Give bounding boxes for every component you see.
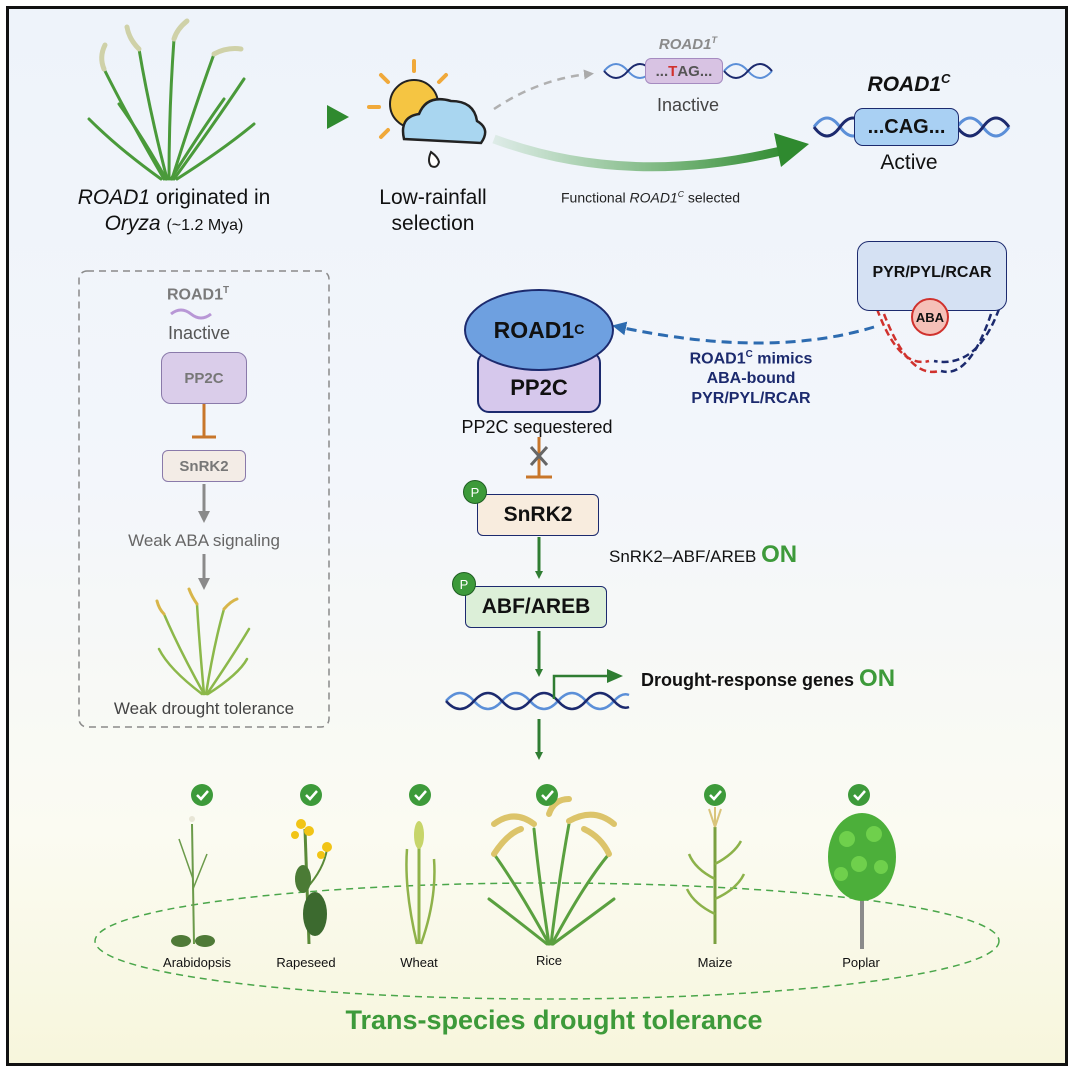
species-label-maize: Maize xyxy=(697,955,733,970)
aba-ligand: ABA xyxy=(911,298,949,336)
inactive-allele-name: ROAD1T xyxy=(658,35,718,53)
poplar-tree-icon xyxy=(828,813,896,949)
snrk2-abf-label: SnRK2–ABF/AREB ON xyxy=(609,541,798,568)
active-allele-state: Active xyxy=(880,151,938,174)
figure-frame: ROAD1 originated in Oryza (~1.2 Mya) Low… xyxy=(6,6,1068,1066)
blocked-x-icon xyxy=(529,446,549,466)
active-sequence-box: ...CAG... xyxy=(854,108,959,146)
panel-snrk2-box: SnRK2 xyxy=(162,450,246,482)
origin-age: (~1.2 Mya) xyxy=(166,217,244,234)
diagram-graphics xyxy=(78,18,1011,1000)
panel-state-label: Inactive xyxy=(167,323,231,343)
inactive-panel-border xyxy=(78,270,330,728)
species-label-poplar: Poplar xyxy=(842,955,880,970)
snrk2-box: SnRK2 xyxy=(477,494,599,536)
species-label-rapeseed: Rapeseed xyxy=(276,955,336,970)
rapeseed-plant-icon xyxy=(291,819,332,945)
species-ellipse xyxy=(94,882,1000,1000)
selection-label: Low-rainfall selection xyxy=(379,185,486,237)
arabidopsis-plant-icon xyxy=(171,816,215,947)
species-label-wheat: Wheat xyxy=(400,955,438,970)
sun-cloud-rain-icon xyxy=(367,59,487,168)
drought-genes-label: Drought-response genes ON xyxy=(641,665,896,692)
abf-areb-box: ABF/AREB xyxy=(465,586,607,628)
panel-gene-label: ROAD1T xyxy=(166,285,230,304)
pp2c-sequestered-label: PP2C sequestered xyxy=(461,417,613,437)
origin-gene: ROAD1 xyxy=(77,186,151,209)
rice-plant-icon xyxy=(487,796,617,946)
inactive-allele-state: Inactive xyxy=(656,95,720,115)
bottom-title: Trans-species drought tolerance xyxy=(345,1005,763,1035)
selection-line2: selection xyxy=(391,212,475,235)
selection-arrow-label: Functional ROAD1C selected xyxy=(561,189,741,206)
rice-plant-origin-icon xyxy=(87,18,256,181)
maize-plant-icon xyxy=(685,807,746,944)
wheat-plant-icon xyxy=(405,821,436,945)
weak-rice-plant-icon xyxy=(155,587,251,696)
species-label-rice: Rice xyxy=(535,953,563,968)
origin-text: originated in xyxy=(150,186,271,209)
origin-genus: Oryza xyxy=(104,212,161,235)
mimic-label: ROAD1C mimics ABA-bound PYR/PYL/RCAR xyxy=(689,349,813,408)
origin-label: ROAD1 originated in Oryza (~1.2 Mya) xyxy=(78,185,271,239)
dna-gene-icon xyxy=(445,691,630,711)
panel-signaling-label: Weak ABA signaling xyxy=(128,531,280,550)
species-label-arabidopsis: Arabidopsis xyxy=(163,955,231,970)
active-allele-name: ROAD1C xyxy=(867,71,951,96)
snrk2-phospho-badge: P xyxy=(463,480,487,504)
check-icons xyxy=(191,784,870,806)
abf-phospho-badge: P xyxy=(452,572,476,596)
panel-outcome-label: Weak drought tolerance xyxy=(113,699,295,718)
selection-line1: Low-rainfall xyxy=(379,186,487,209)
panel-pp2c-box: PP2C xyxy=(161,352,247,404)
